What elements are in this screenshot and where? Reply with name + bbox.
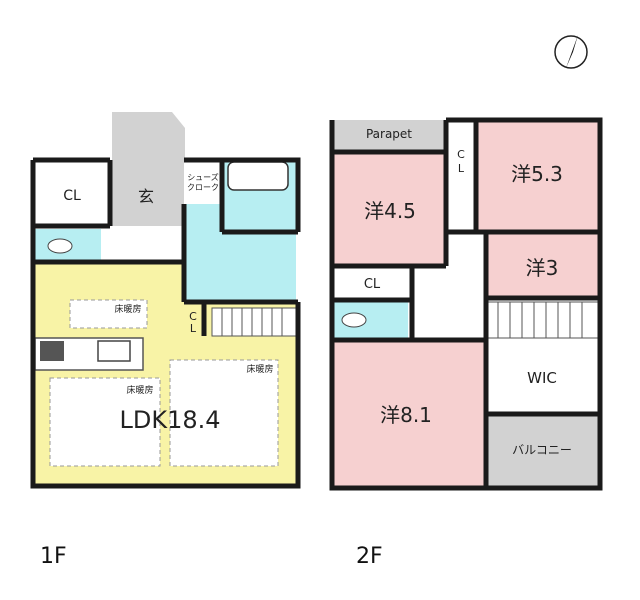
room-western-4-5 xyxy=(334,152,446,266)
stairs-2f xyxy=(485,301,599,339)
closet-2f-label-c: C xyxy=(457,148,465,161)
second-floor-label: 2F xyxy=(356,544,383,569)
shoe-closet-label-line2: クローク xyxy=(187,183,219,192)
stairs-1f xyxy=(211,307,297,337)
floor-heating-label-b: 床暖房 xyxy=(126,384,153,396)
floor-heating-zone-a xyxy=(69,299,148,329)
sink-icon xyxy=(97,340,131,362)
floor-heating-label-c: 床暖房 xyxy=(246,363,273,375)
room-western-5-3 xyxy=(476,122,598,232)
entrance-hall xyxy=(110,160,184,226)
entrance-porch xyxy=(112,112,185,160)
stove-icon xyxy=(40,341,64,361)
entrance-label: 玄 xyxy=(138,187,154,206)
western-5-3-label: 洋5.3 xyxy=(511,162,563,186)
toilet-fixture-1f xyxy=(47,238,73,254)
balcony-label: バルコニー xyxy=(512,443,572,457)
first-floor-plan: CL 玄 シューズ クローク C L 床暖房 床暖房 床暖房 LDK18.4 xyxy=(30,35,588,489)
room-western-8-1 xyxy=(334,340,484,486)
western-3-label: 洋3 xyxy=(526,256,559,280)
floor-heating-zone-b xyxy=(49,377,161,467)
second-floor-plan: Parapet C L 洋5.3 洋4.5 洋3 CL WIC 洋8.1 バルコ… xyxy=(329,117,603,491)
first-floor-label: 1F xyxy=(40,544,67,569)
small-closet-label-c: C xyxy=(189,310,197,323)
closet-1f-label: CL xyxy=(63,188,81,204)
floor-heating-zone-c xyxy=(169,359,279,467)
closet-2f-label-l: L xyxy=(458,162,465,175)
ldk-label: LDK18.4 xyxy=(119,406,220,434)
walls-2f xyxy=(329,117,603,491)
small-closet-label-l: L xyxy=(190,322,197,335)
bathtub xyxy=(227,161,289,191)
room-western-3 xyxy=(486,234,598,298)
shoe-closet-label-line1: シューズ xyxy=(187,172,219,182)
floor-heating-label-a: 床暖房 xyxy=(114,303,141,315)
washroom-area xyxy=(184,204,296,302)
closet-2f-label: CL xyxy=(364,277,381,292)
parapet-area xyxy=(332,120,446,150)
parapet-label: Parapet xyxy=(366,127,412,141)
wic-label: WIC xyxy=(527,369,557,387)
north-arrow-icon xyxy=(554,35,588,69)
western-4-5-label: 洋4.5 xyxy=(364,199,416,223)
balcony-area xyxy=(486,414,598,486)
western-8-1-label: 洋8.1 xyxy=(380,403,432,427)
toilet-fixture-2f xyxy=(341,312,367,328)
walls-1f xyxy=(30,157,301,489)
